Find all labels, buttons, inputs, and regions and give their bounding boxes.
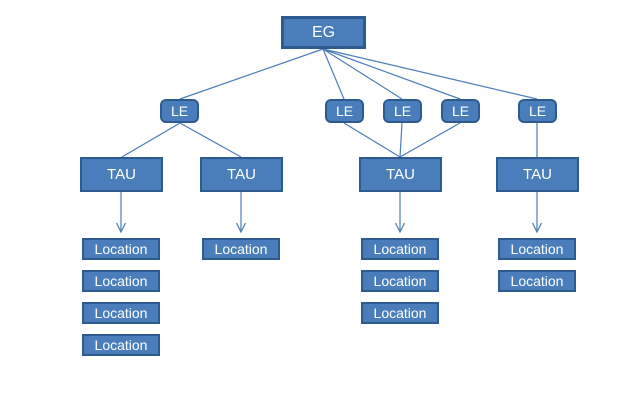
node-loc6[interactable]: Location xyxy=(361,238,439,260)
node-label: Location xyxy=(510,273,564,289)
edge-eg1-le1 xyxy=(179,48,324,100)
node-loc10[interactable]: Location xyxy=(498,270,576,292)
node-loc8[interactable]: Location xyxy=(361,302,439,324)
arrowhead-icon xyxy=(394,222,406,234)
node-label: Location xyxy=(94,273,148,289)
node-tau3[interactable]: TAU xyxy=(359,157,442,192)
edge-eg1-le5 xyxy=(322,48,538,100)
node-eg1[interactable]: EG xyxy=(281,16,366,49)
node-loc9[interactable]: Location xyxy=(498,238,576,260)
node-le5[interactable]: LE xyxy=(518,99,557,123)
node-label: EG xyxy=(311,23,336,41)
arrowhead-icon xyxy=(235,222,247,234)
arrowhead-icon xyxy=(115,222,127,234)
node-label: TAU xyxy=(386,166,415,183)
node-label: Location xyxy=(373,305,427,321)
node-label: TAU xyxy=(107,166,136,183)
edge-tau4-loc9 xyxy=(531,192,543,234)
edge-eg1-le2 xyxy=(322,48,345,100)
node-loc7[interactable]: Location xyxy=(361,270,439,292)
node-label: LE xyxy=(170,103,189,119)
node-label: Location xyxy=(373,241,427,257)
arrowhead-icon xyxy=(531,222,543,234)
node-le1[interactable]: LE xyxy=(160,99,199,123)
node-label: Location xyxy=(94,337,148,353)
node-label: LE xyxy=(335,103,354,119)
node-label: LE xyxy=(451,103,470,119)
edge-tau1-loc1 xyxy=(115,192,127,234)
edge-le3-tau3 xyxy=(399,122,403,158)
node-label: LE xyxy=(528,103,547,119)
node-le3[interactable]: LE xyxy=(383,99,422,123)
node-label: LE xyxy=(393,103,412,119)
node-loc2[interactable]: Location xyxy=(82,270,160,292)
node-le4[interactable]: LE xyxy=(441,99,480,123)
edge-tau2-loc5 xyxy=(235,192,247,234)
edge-le4-tau3 xyxy=(399,122,461,158)
edge-tau3-loc6 xyxy=(394,192,406,234)
node-label: Location xyxy=(510,241,564,257)
node-label: Location xyxy=(373,273,427,289)
node-loc5[interactable]: Location xyxy=(202,238,280,260)
node-label: TAU xyxy=(523,166,552,183)
node-tau1[interactable]: TAU xyxy=(80,157,163,192)
node-loc1[interactable]: Location xyxy=(82,238,160,260)
node-label: Location xyxy=(214,241,268,257)
node-tau4[interactable]: TAU xyxy=(496,157,579,192)
node-label: Location xyxy=(94,305,148,321)
edge-eg1-le3 xyxy=(322,48,403,100)
node-label: TAU xyxy=(227,166,256,183)
node-le2[interactable]: LE xyxy=(325,99,364,123)
edge-eg1-le4 xyxy=(322,48,461,100)
node-label: Location xyxy=(94,241,148,257)
node-loc3[interactable]: Location xyxy=(82,302,160,324)
node-loc4[interactable]: Location xyxy=(82,334,160,356)
edge-le2-tau3 xyxy=(343,122,401,158)
edge-le1-tau2 xyxy=(179,122,242,158)
edge-le1-tau1 xyxy=(121,122,181,158)
node-tau2[interactable]: TAU xyxy=(200,157,283,192)
